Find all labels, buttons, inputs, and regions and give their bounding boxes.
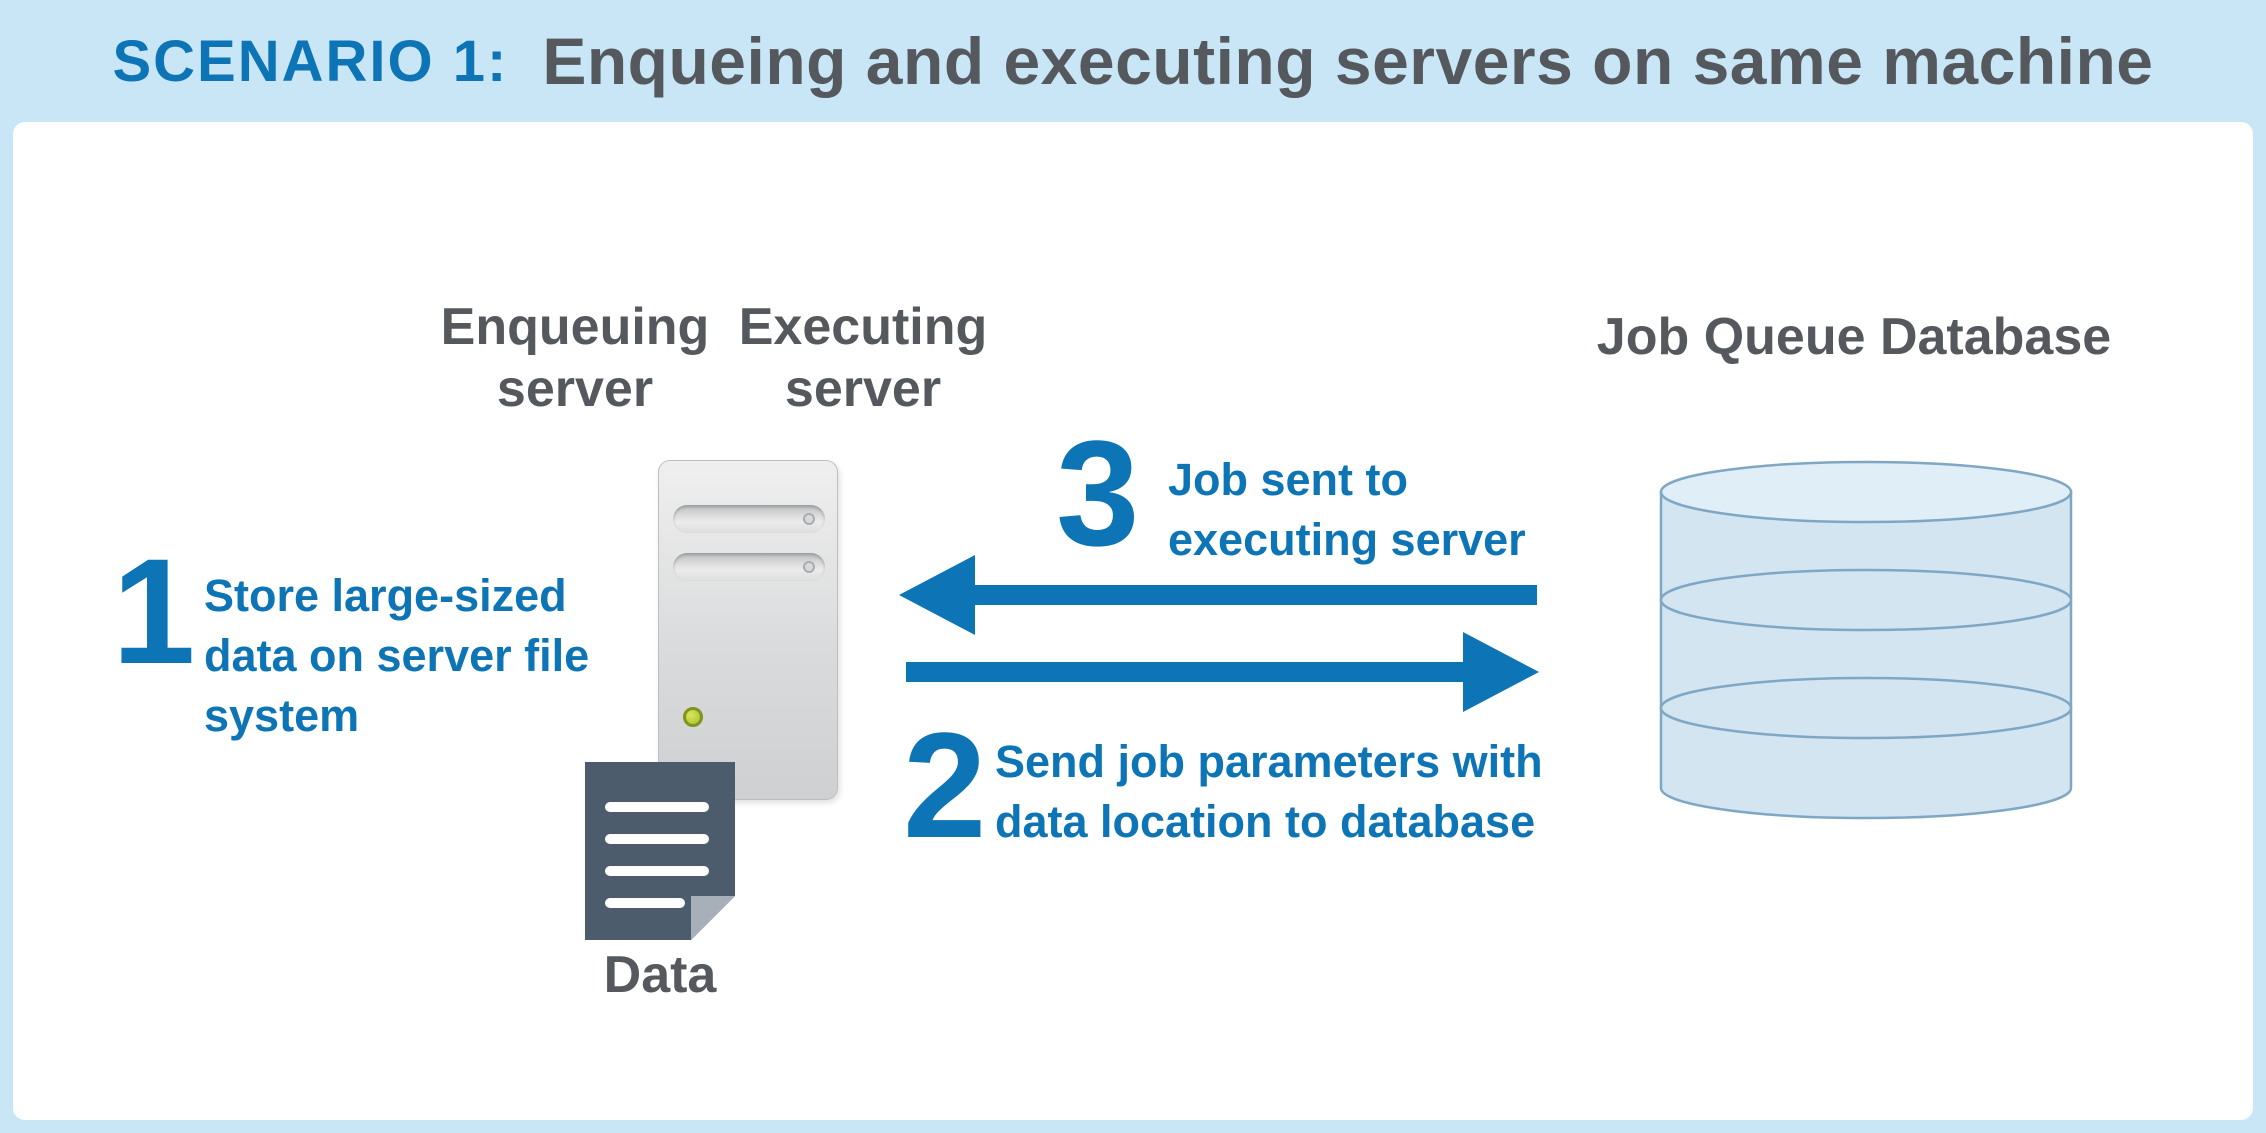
step-1-number: 1 xyxy=(112,527,196,695)
document-text-line xyxy=(605,866,709,876)
server-tower-icon xyxy=(658,460,838,800)
database-ring xyxy=(1659,676,2073,740)
document-text-line xyxy=(605,834,709,844)
data-label: Data xyxy=(603,946,717,1004)
server-drive-bay xyxy=(673,553,825,581)
diagram-title: Enqueing and executing servers on same m… xyxy=(542,24,2154,98)
step-2-number: 2 xyxy=(903,701,987,869)
scenario-label: SCENARIO 1: xyxy=(112,28,509,94)
executing-server-label: Executing server xyxy=(738,298,988,419)
step-3-number: 3 xyxy=(1056,409,1140,577)
job-queue-database-label: Job Queue Database xyxy=(1596,308,2112,366)
database-cylinder-icon xyxy=(1659,460,2073,820)
step-3-text: Job sent to executing server xyxy=(1168,454,1526,565)
data-document-icon xyxy=(585,762,735,940)
database-ring xyxy=(1659,568,2073,632)
step-2-text: Send job parameters with data location t… xyxy=(995,736,1543,847)
database-body xyxy=(1659,490,2073,820)
header-banner: SCENARIO 1: Enqueing and executing serve… xyxy=(0,0,2266,122)
database-top xyxy=(1659,460,2073,524)
enqueuing-server-label: Enqueuing server xyxy=(440,298,710,419)
server-power-led-icon xyxy=(683,707,703,727)
drive-bay-button-icon xyxy=(803,513,815,525)
document-text-line xyxy=(605,802,709,812)
server-drive-bay xyxy=(673,505,825,533)
drive-bay-button-icon xyxy=(803,561,815,573)
step-1-text: Store large-sized data on server file sy… xyxy=(204,570,590,741)
document-text-line xyxy=(605,898,685,908)
